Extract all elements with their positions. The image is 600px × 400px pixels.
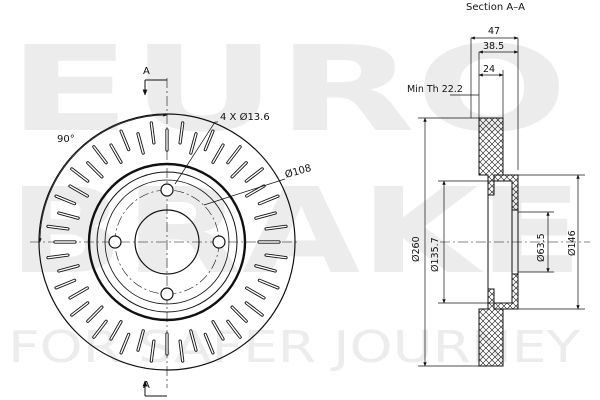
vent-slot (255, 212, 276, 219)
dim-hat-outer: Ø146 (567, 230, 578, 256)
vent-slot (137, 330, 144, 351)
section-marker-top: A (143, 66, 150, 77)
vent-slot (179, 122, 184, 144)
vent-slot (69, 287, 89, 299)
vent-slot (265, 254, 287, 259)
front-view: A A 90° 4 X Ø13.6 Ø108 (30, 66, 313, 397)
bolt-hole (160, 183, 174, 197)
vent-slot (190, 330, 197, 351)
vent-slot (255, 265, 276, 272)
bolt-hole (212, 235, 226, 249)
vent-slot (265, 225, 287, 230)
bolt-hole-leader (174, 121, 216, 185)
vent-slot (204, 333, 214, 354)
vent-slot (212, 321, 224, 340)
dim-offset: 38.5 (483, 41, 504, 52)
dim-hat-diameter: Ø135.7 (430, 237, 441, 272)
dim-disc-thickness: 24 (483, 64, 495, 75)
vent-slot (245, 168, 263, 182)
section-lower-friction (478, 288, 504, 367)
dim-total-width: 47 (488, 26, 500, 37)
bolt-holes-label: 4 X Ø13.6 (220, 111, 270, 123)
vent-slot (227, 320, 241, 338)
angle-arc (38, 113, 168, 243)
vent-slot (245, 302, 263, 316)
vent-slot (190, 133, 197, 154)
vent-slot (93, 320, 107, 338)
vent-slot (231, 306, 247, 322)
vent-slot (204, 130, 214, 151)
vent-slot (87, 306, 103, 322)
vent-slot (179, 340, 184, 362)
vent-slot (120, 333, 130, 354)
vent-slot (150, 340, 155, 362)
bolt-hole (160, 287, 174, 301)
vent-slot (245, 287, 265, 299)
dim-outer-diameter: Ø260 (411, 236, 422, 262)
vent-slot (258, 195, 279, 205)
vent-slot (227, 146, 241, 164)
section-marker-bottom: A (143, 380, 150, 391)
bolt-hole (108, 235, 122, 249)
vent-slot (55, 279, 76, 289)
vent-slot (47, 254, 69, 259)
pcd-leader (203, 178, 286, 206)
angle-label: 90° (57, 134, 75, 145)
section-upper-friction (478, 117, 504, 196)
watermark-line2: BRAKE (8, 162, 583, 300)
section-view: Section A–A Min Th 22.2 47 38.5 24 Ø260 (407, 2, 590, 367)
vent-slot (245, 185, 265, 197)
vent-slot (58, 265, 79, 272)
vent-slot (212, 144, 224, 164)
vent-slot (71, 302, 89, 316)
section-title: Section A–A (466, 2, 525, 13)
min-thickness-label: Min Th 22.2 (407, 84, 463, 95)
vent-slot (231, 162, 247, 178)
vent-slot (110, 321, 122, 340)
dim-center-bore: Ø63.5 (536, 233, 547, 262)
vent-slot (258, 279, 279, 289)
